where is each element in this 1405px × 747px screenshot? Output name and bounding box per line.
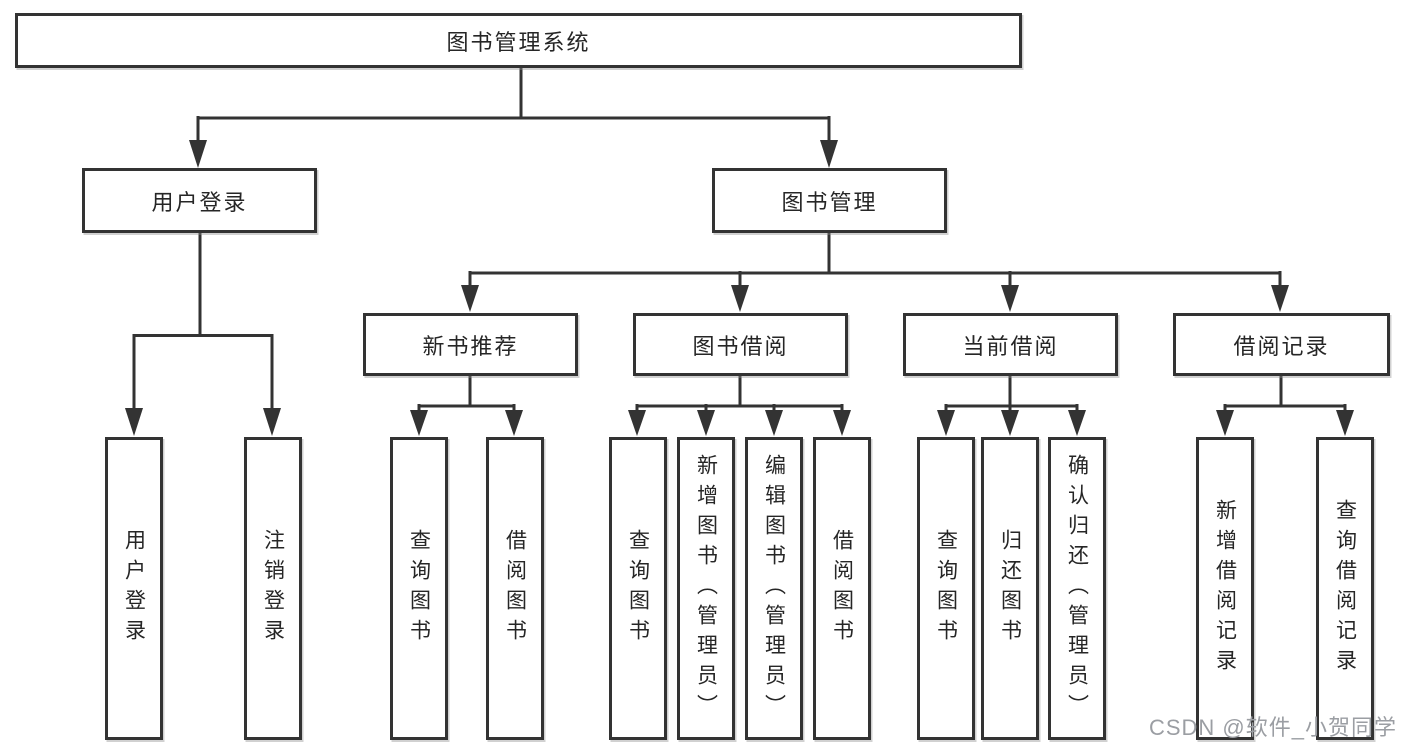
node-label: 新书推荐 (422, 333, 519, 359)
leaf-add-borrow-record: 新增借阅记录 (1196, 437, 1254, 740)
leaf-user-login: 用户登录 (105, 437, 163, 740)
node-label: 借阅图书 (503, 528, 527, 649)
leaf-logout: 注销登录 (244, 437, 302, 740)
node-user-login: 用户登录 (82, 168, 317, 233)
node-label: 查询图书 (407, 528, 431, 649)
csdn-watermark: CSDN @软件_小贺同学 (1148, 715, 1397, 740)
node-library-management-system: 图书管理系统 (15, 13, 1022, 68)
leaf-borrow-books: 借阅图书 (813, 437, 871, 740)
leaf-confirm-return-admin: 确认归还（管理员） (1048, 437, 1106, 740)
node-label: 归还图书 (998, 528, 1022, 649)
node-label: 当前借阅 (962, 333, 1059, 359)
node-label: 用户登录 (122, 528, 146, 649)
node-label: 图书管理系统 (446, 29, 591, 55)
node-label: 编辑图书（管理员） (762, 453, 786, 724)
leaf-query-books-recommend: 查询图书 (390, 437, 448, 740)
node-label: 查询借阅记录 (1333, 498, 1357, 679)
node-label: 注销登录 (261, 528, 285, 649)
node-label: 借阅图书 (830, 528, 854, 649)
node-book-management: 图书管理 (712, 168, 947, 233)
leaf-add-books-admin: 新增图书（管理员） (677, 437, 735, 740)
new-book-recommend-branch (410, 376, 523, 436)
node-label: 查询图书 (626, 528, 650, 649)
book-borrow-branch (628, 376, 851, 436)
node-book-borrow: 图书借阅 (633, 313, 848, 376)
node-label: 图书管理 (781, 189, 878, 215)
book-management-branch (461, 233, 1289, 312)
node-new-book-recommend: 新书推荐 (363, 313, 578, 376)
leaf-edit-books-admin: 编辑图书（管理员） (745, 437, 803, 740)
node-label: 用户登录 (151, 189, 248, 215)
node-label: 查询图书 (934, 528, 958, 649)
node-label: 确认归还（管理员） (1065, 453, 1089, 724)
node-current-borrow: 当前借阅 (903, 313, 1118, 376)
leaf-query-books-current: 查询图书 (917, 437, 975, 740)
leaf-return-books: 归还图书 (981, 437, 1039, 740)
leaf-query-books-borrow: 查询图书 (609, 437, 667, 740)
root-branch (189, 68, 838, 168)
node-label: 新增图书（管理员） (694, 453, 718, 724)
node-label: 借阅记录 (1233, 333, 1330, 359)
borrow-records-branch (1216, 376, 1354, 436)
user-login-branch (125, 233, 281, 436)
current-borrow-branch (937, 376, 1086, 436)
node-label: 新增借阅记录 (1213, 498, 1237, 679)
leaf-borrow-books-recommend: 借阅图书 (486, 437, 544, 740)
node-label: 图书借阅 (692, 333, 789, 359)
node-borrow-records: 借阅记录 (1173, 313, 1390, 376)
leaf-query-borrow-record: 查询借阅记录 (1316, 437, 1374, 740)
